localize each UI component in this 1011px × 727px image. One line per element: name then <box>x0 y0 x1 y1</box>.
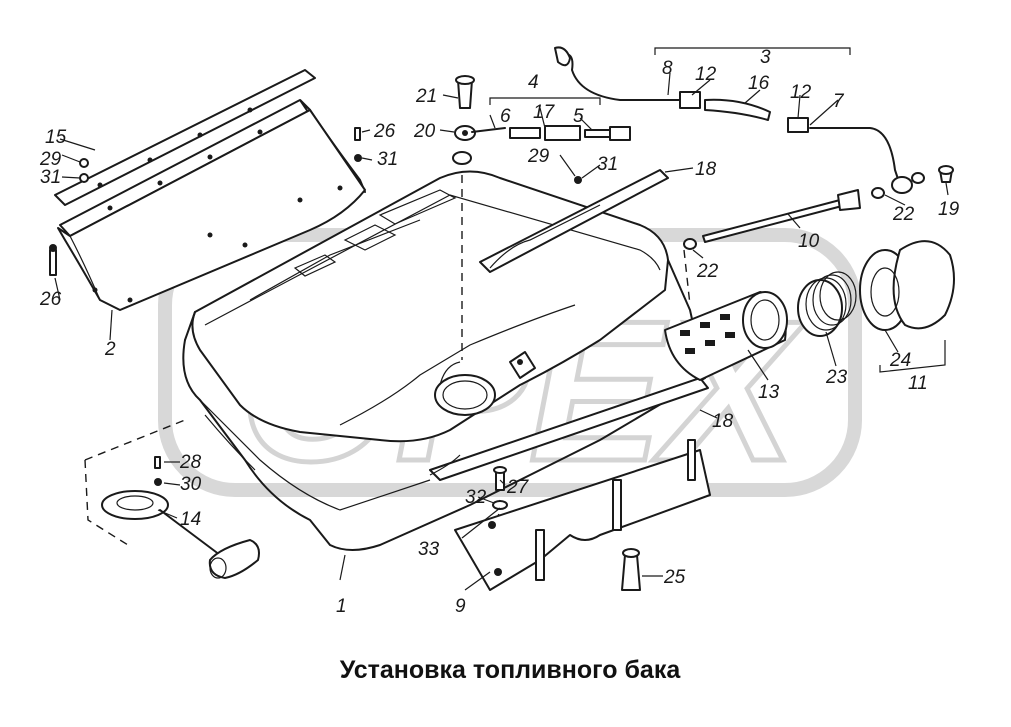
hose-assembly-6-17-5 <box>509 125 631 184</box>
label-6: 6 <box>500 106 511 127</box>
label-5: 5 <box>573 106 584 127</box>
label-33: 33 <box>418 539 440 560</box>
label-18b: 18 <box>712 411 734 432</box>
part-number-labels: 1 2 3 4 5 6 7 8 9 10 11 12 12 13 14 15 1… <box>39 47 960 617</box>
label-4: 4 <box>528 72 539 93</box>
label-26b: 26 <box>373 121 396 142</box>
label-21: 21 <box>415 86 437 107</box>
label-11: 11 <box>908 373 928 394</box>
label-22b: 22 <box>696 261 719 282</box>
bracket-2 <box>57 109 366 311</box>
fuel-sender-14 <box>101 490 260 579</box>
label-32: 32 <box>465 487 487 508</box>
fasteners-left <box>49 127 362 486</box>
bolt-25 <box>621 548 641 591</box>
label-26a: 26 <box>39 289 62 310</box>
label-16: 16 <box>748 73 770 94</box>
leader-lines <box>54 72 949 591</box>
label-28: 28 <box>179 452 202 473</box>
plate-9 <box>454 439 711 591</box>
label-18a: 18 <box>695 159 717 180</box>
tube-8-12-16-7 <box>554 46 954 199</box>
filler-cap-24 <box>859 240 955 373</box>
fitting-20-21 <box>452 75 506 165</box>
bolt-27-washer-32 <box>492 466 508 510</box>
label-29a: 29 <box>39 149 62 170</box>
label-23: 23 <box>825 367 848 388</box>
tube-10 <box>683 189 861 250</box>
label-12b: 12 <box>790 82 812 103</box>
label-9: 9 <box>455 596 466 617</box>
label-25: 25 <box>663 567 686 588</box>
label-27: 27 <box>506 477 530 498</box>
label-1: 1 <box>336 596 347 617</box>
label-8: 8 <box>662 58 673 79</box>
fuel-tank-body <box>182 169 709 551</box>
label-12a: 12 <box>695 64 717 85</box>
label-7: 7 <box>833 91 845 112</box>
label-13: 13 <box>758 382 780 403</box>
label-3: 3 <box>760 47 771 68</box>
label-19: 19 <box>938 199 960 220</box>
label-29b: 29 <box>527 146 550 167</box>
label-31c: 31 <box>597 154 618 175</box>
label-22a: 22 <box>892 204 915 225</box>
label-10: 10 <box>798 231 820 252</box>
filler-filter-13 <box>664 291 788 381</box>
group-4-bracket <box>489 47 851 105</box>
label-2: 2 <box>104 339 116 360</box>
label-14: 14 <box>180 509 201 530</box>
label-31a: 31 <box>40 167 61 188</box>
label-24: 24 <box>889 350 911 371</box>
label-15: 15 <box>45 127 67 148</box>
label-17: 17 <box>533 102 556 123</box>
label-31b: 31 <box>377 149 398 170</box>
spring-23 <box>797 271 857 337</box>
diagram-caption: Установка топливного бака <box>340 656 682 684</box>
label-30: 30 <box>180 474 202 495</box>
label-20: 20 <box>413 121 436 142</box>
